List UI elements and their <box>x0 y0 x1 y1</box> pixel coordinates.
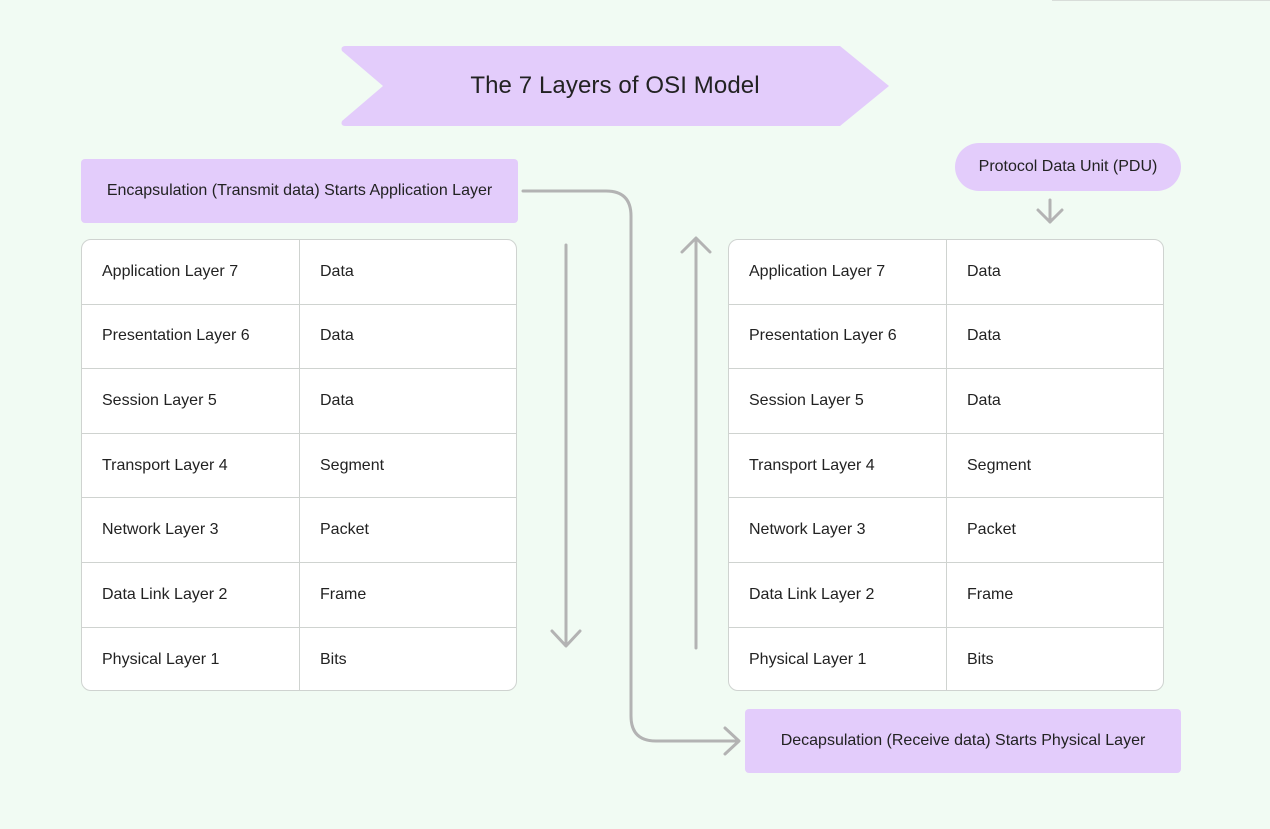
table-row: Transport Layer 4 Segment <box>729 433 1163 499</box>
layer-name: Physical Layer 1 <box>729 627 947 690</box>
table-row: Physical Layer 1 Bits <box>82 627 516 690</box>
layer-name: Session Layer 5 <box>82 369 300 433</box>
layer-name: Physical Layer 1 <box>82 627 300 690</box>
table-row: Application Layer 7 Data <box>82 240 516 305</box>
page-title: The 7 Layers of OSI Model <box>470 72 760 99</box>
layer-pdu: Data <box>967 262 1001 280</box>
table-row: Application Layer 7 Data <box>729 240 1163 305</box>
layer-name: Presentation Layer 6 <box>82 304 300 369</box>
pdu-arrow-icon <box>1036 198 1064 224</box>
down-arrow-icon <box>550 243 582 648</box>
decapsulation-label: Decapsulation (Receive data) Starts Phys… <box>745 709 1181 773</box>
layer-pdu: Frame <box>320 585 367 603</box>
table-row: Data Link Layer 2 Frame <box>82 562 516 628</box>
connector-arrow-icon <box>521 189 741 756</box>
layer-name: Application Layer 7 <box>82 240 300 304</box>
layer-pdu: Data <box>967 391 1001 409</box>
table-row: Presentation Layer 6 Data <box>729 304 1163 370</box>
layer-name: Transport Layer 4 <box>729 433 947 498</box>
layer-pdu: Segment <box>967 456 1032 474</box>
encapsulation-label: Encapsulation (Transmit data) Starts App… <box>81 159 518 223</box>
table-row: Session Layer 5 Data <box>729 369 1163 434</box>
table-row: Network Layer 3 Packet <box>729 498 1163 563</box>
table-row: Presentation Layer 6 Data <box>82 304 516 370</box>
layer-name: Data Link Layer 2 <box>82 562 300 627</box>
layer-name: Network Layer 3 <box>82 498 300 562</box>
layer-pdu: Data <box>320 262 354 280</box>
layer-name: Data Link Layer 2 <box>729 562 947 627</box>
table-row: Transport Layer 4 Segment <box>82 433 516 499</box>
layer-pdu: Segment <box>320 456 385 474</box>
up-arrow-icon <box>680 236 712 650</box>
layer-pdu: Packet <box>320 521 369 539</box>
layer-name: Presentation Layer 6 <box>729 304 947 369</box>
table-row: Network Layer 3 Packet <box>82 498 516 563</box>
decapsulation-table: Application Layer 7 Data Presentation La… <box>728 239 1164 691</box>
layer-pdu: Bits <box>320 650 347 668</box>
layer-name: Network Layer 3 <box>729 498 947 562</box>
title-banner: The 7 Layers of OSI Model <box>340 45 890 127</box>
table-row: Physical Layer 1 Bits <box>729 627 1163 690</box>
title-banner-shape <box>341 46 889 126</box>
layer-pdu: Data <box>320 327 354 345</box>
layer-name: Session Layer 5 <box>729 369 947 433</box>
layer-pdu: Packet <box>967 521 1016 539</box>
encapsulation-table: Application Layer 7 Data Presentation La… <box>81 239 517 691</box>
layer-pdu: Data <box>320 391 354 409</box>
layer-pdu: Bits <box>967 650 994 668</box>
pdu-label: Protocol Data Unit (PDU) <box>955 143 1181 191</box>
layer-pdu: Frame <box>967 585 1014 603</box>
layer-name: Application Layer 7 <box>729 240 947 304</box>
layer-pdu: Data <box>967 327 1001 345</box>
table-row: Data Link Layer 2 Frame <box>729 562 1163 628</box>
layer-name: Transport Layer 4 <box>82 433 300 498</box>
table-row: Session Layer 5 Data <box>82 369 516 434</box>
top-divider <box>1052 0 1270 1</box>
